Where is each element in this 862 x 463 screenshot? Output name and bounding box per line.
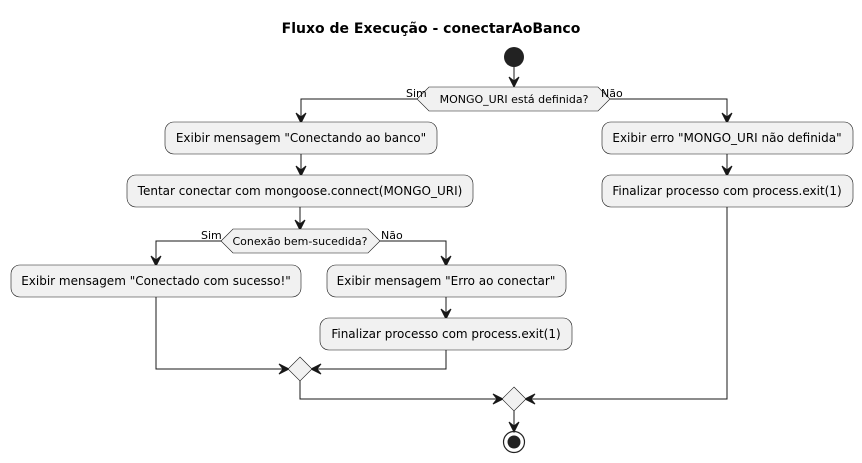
branch-label-connection-no: Não — [381, 229, 403, 242]
edge-exit-to-merge — [314, 350, 447, 370]
arrowhead — [508, 421, 520, 434]
merge-node-connection — [287, 356, 313, 382]
arrowhead — [508, 76, 520, 89]
end-node — [502, 430, 526, 454]
arrowhead — [278, 363, 291, 375]
decision-mongo-uri-label: MONGO_URI está definida? — [440, 93, 589, 106]
arrowhead — [294, 219, 306, 232]
edge-mongo-yes — [300, 98, 417, 120]
branch-label-mongo-no: Não — [601, 87, 623, 100]
edge-connected-to-merge — [155, 297, 286, 370]
action-exit-uri-error-label: Finalizar processo com process.exit(1) — [612, 184, 841, 198]
action-show-connecting-label: Exibir mensagem "Conectando ao banco" — [176, 131, 426, 145]
arrowhead — [523, 393, 536, 405]
merge-node-final — [501, 386, 527, 412]
diagram-title: Fluxo de Execução - conectarAoBanco — [282, 21, 581, 37]
action-exit-connection-error-label: Finalizar processo com process.exit(1) — [331, 327, 560, 341]
arrowhead — [721, 112, 733, 125]
arrowhead — [295, 165, 307, 178]
arrowhead — [492, 393, 505, 405]
action-show-connect-error-label: Exibir mensagem "Erro ao conectar" — [337, 274, 556, 288]
start-node — [504, 47, 524, 67]
arrowhead — [440, 308, 452, 321]
edge-connection-no — [380, 240, 447, 263]
branch-label-mongo-yes: Sim — [406, 87, 427, 100]
action-try-connect-label: Tentar conectar com mongoose.connect(MON… — [137, 184, 463, 198]
edge-exit-uri-to-merge — [528, 207, 728, 400]
arrowhead — [295, 112, 307, 125]
action-show-connected-label: Exibir mensagem "Conectado com sucesso!" — [21, 274, 291, 288]
decision-connection-label: Conexão bem-sucedida? — [233, 235, 368, 248]
arrowhead — [440, 255, 452, 268]
edge-merge1-to-merge2 — [299, 381, 500, 400]
edge-connection-yes — [155, 240, 221, 263]
action-show-uri-error-label: Exibir erro "MONGO_URI não definida" — [612, 131, 841, 145]
end-node-center — [507, 435, 521, 449]
branch-label-connection-yes: Sim — [201, 229, 222, 242]
arrowhead — [309, 363, 322, 375]
arrowhead — [150, 255, 162, 268]
arrowhead — [721, 165, 733, 178]
edge-mongo-no — [610, 98, 728, 120]
